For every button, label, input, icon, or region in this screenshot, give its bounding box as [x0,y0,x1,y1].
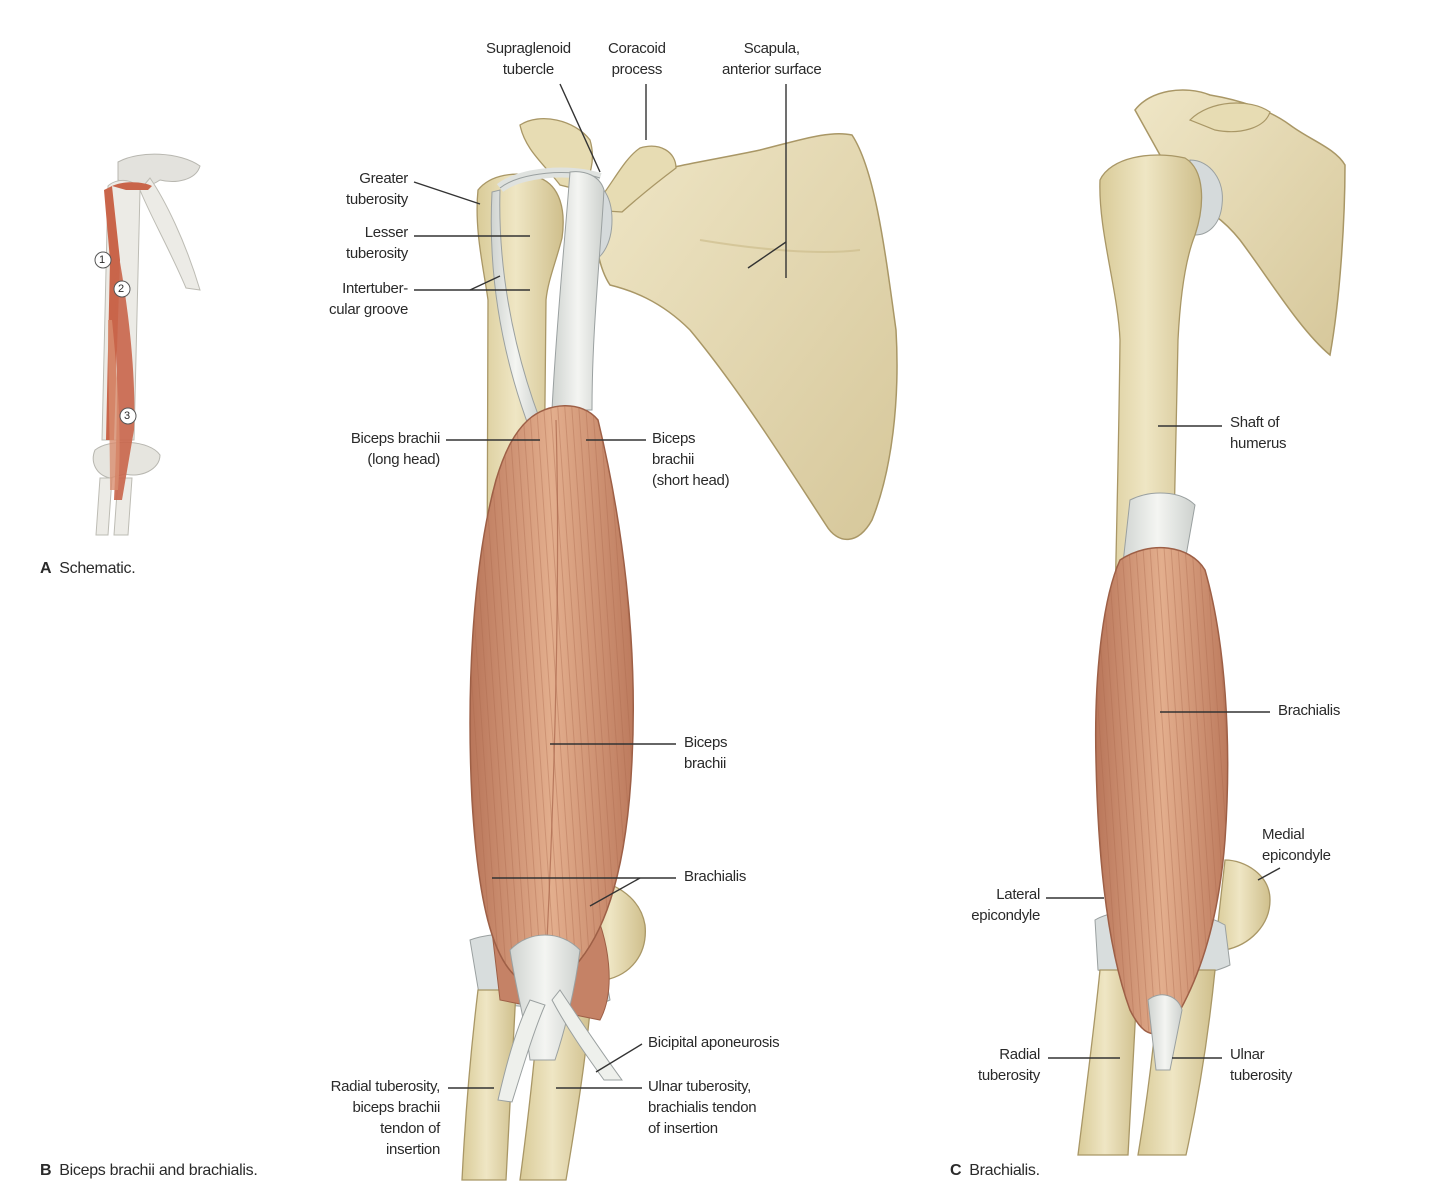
marker-2: 2 [118,283,124,295]
label-intertubercular-groove: Intertuber-cular groove [329,280,408,318]
leader-lines [413,83,1281,1089]
label-brachialis-c: Brachialis [1278,702,1341,719]
caption-b: B Biceps brachii and brachialis. [40,1162,258,1180]
schematic-drawing [92,153,201,536]
label-biceps-long-head: Biceps brachii(long head) [350,430,440,468]
caption-a: A Schematic. [40,560,136,578]
caption-c-text: Brachialis. [969,1162,1040,1179]
caption-b-letter: B [40,1162,52,1179]
marker-3: 3 [124,410,130,422]
panel-b-drawing [461,118,898,1181]
marker-1: 1 [99,254,105,266]
caption-b-text: Biceps brachii and brachialis. [59,1162,258,1179]
label-brachialis-b: Brachialis [684,868,747,885]
caption-a-letter: A [40,560,52,577]
label-scapula-anterior-surface: Scapula,anterior surface [722,40,822,78]
panel-c-drawing [1077,89,1346,1156]
caption-c-letter: C [950,1162,962,1179]
label-bicipital-aponeurosis: Bicipital aponeurosis [648,1034,780,1051]
caption-a-text: Schematic. [59,560,136,577]
caption-c: C Brachialis. [950,1162,1040,1180]
